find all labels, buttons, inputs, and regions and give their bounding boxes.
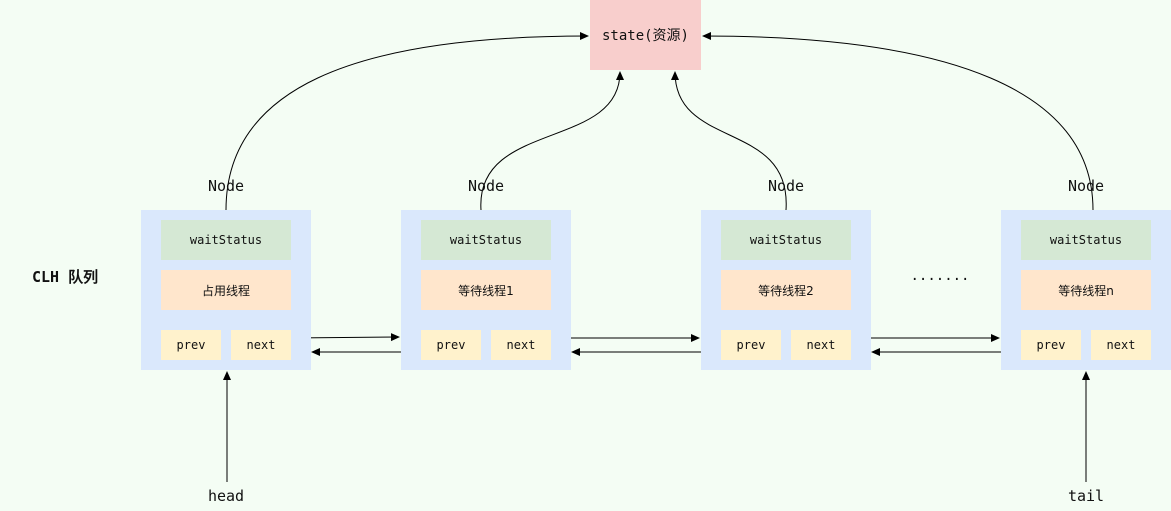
state-resource-box: state(资源): [590, 0, 701, 70]
node-3: waitStatus 等待线程2 prev next: [701, 210, 871, 370]
node-2-wait-status: waitStatus: [421, 220, 551, 260]
node-4-prev: prev: [1021, 330, 1081, 360]
head-pointer-label: head: [207, 487, 245, 505]
edge-node1-to-state: [225, 32, 589, 211]
edge-node3-to-state: [671, 71, 787, 211]
node-3-prev: prev: [721, 330, 781, 360]
node-4-thread: 等待线程n: [1021, 270, 1151, 310]
edge-node4-to-state: [702, 32, 1094, 211]
node-3-thread: 等待线程2: [721, 270, 851, 310]
node-1-next: next: [231, 330, 291, 360]
node-4: waitStatus 等待线程n prev next: [1001, 210, 1171, 370]
node-3-title: Node: [767, 177, 805, 195]
node-1-thread: 占用线程: [161, 270, 291, 310]
edge-node2-to-state: [480, 71, 624, 211]
node-2-next: next: [491, 330, 551, 360]
node-2-title: Node: [467, 177, 505, 195]
clh-queue-label: CLH 队列: [32, 268, 99, 286]
node-4-next: next: [1091, 330, 1151, 360]
node-3-next: next: [791, 330, 851, 360]
tail-pointer-label: tail: [1067, 487, 1105, 505]
node-1-prev: prev: [161, 330, 221, 360]
node-1-title: Node: [207, 177, 245, 195]
node-1: waitStatus 占用线程 prev next: [141, 210, 311, 370]
node-3-wait-status: waitStatus: [721, 220, 851, 260]
node-2-prev: prev: [421, 330, 481, 360]
ellipsis: .......: [910, 268, 970, 284]
node-4-wait-status: waitStatus: [1021, 220, 1151, 260]
node-2-thread: 等待线程1: [421, 270, 551, 310]
node-4-title: Node: [1067, 177, 1105, 195]
state-label: state(资源): [601, 28, 689, 44]
node-2: waitStatus 等待线程1 prev next: [401, 210, 571, 370]
node-1-wait-status: waitStatus: [161, 220, 291, 260]
